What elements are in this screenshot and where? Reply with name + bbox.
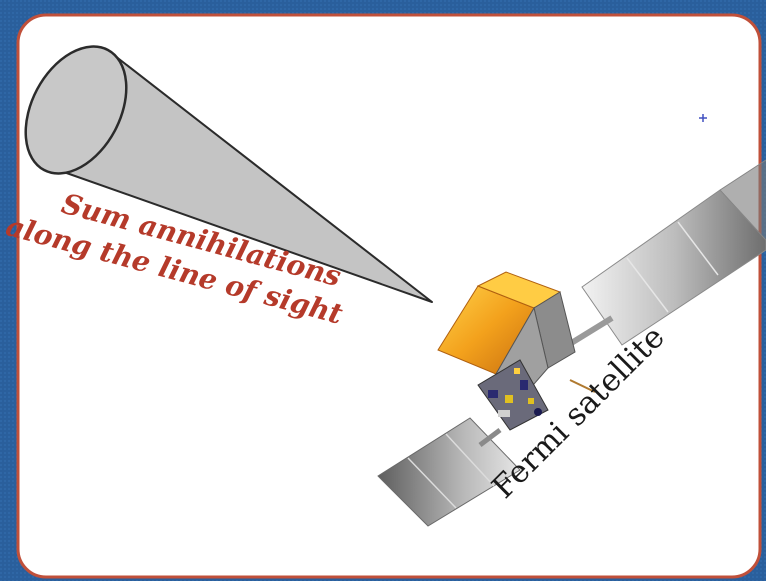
lower-solar-panel — [377, 417, 521, 527]
upper-solar-panel — [581, 189, 766, 346]
line-of-sight-cone — [24, 45, 433, 303]
fermi-satellite-illustration — [377, 159, 766, 527]
cone-base-ellipse — [24, 45, 128, 175]
sparkle-icon — [699, 114, 707, 122]
